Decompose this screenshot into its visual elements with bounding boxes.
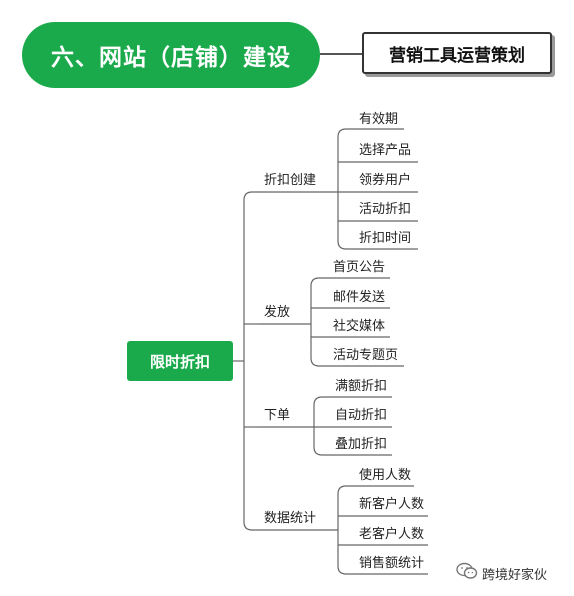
watermark-text: 跨境好家伙 bbox=[482, 567, 548, 583]
leaf-label: 邮件发送 bbox=[333, 290, 386, 305]
trunk-line bbox=[243, 191, 253, 531]
wechat-icon bbox=[456, 562, 478, 584]
leaf-label: 活动专题页 bbox=[333, 348, 399, 363]
header-connector bbox=[320, 53, 364, 55]
leaf-label: 销售额统计 bbox=[359, 556, 425, 571]
branch-bracket-4 bbox=[337, 485, 347, 575]
mindmap-root: 限时折扣 bbox=[127, 341, 233, 381]
branch-label: 发放 bbox=[264, 305, 291, 320]
branch-bracket-2 bbox=[310, 277, 320, 367]
branch-label: 下单 bbox=[264, 408, 291, 423]
branch-bracket-1 bbox=[337, 128, 347, 250]
branch-label: 数据统计 bbox=[264, 511, 317, 526]
branch-label: 折扣创建 bbox=[264, 173, 317, 188]
section-title: 六、网站（店铺）建设 bbox=[22, 22, 320, 88]
leaf-label: 老客户人数 bbox=[359, 527, 425, 542]
leaf-label: 社交媒体 bbox=[333, 319, 386, 334]
leaf-label: 新客户人数 bbox=[359, 497, 425, 512]
section-tag: 营销工具运营策划 bbox=[362, 32, 552, 74]
leaf-label: 折扣时间 bbox=[359, 231, 412, 246]
branch-bracket-3 bbox=[313, 396, 323, 456]
leaf-label: 满额折扣 bbox=[335, 379, 388, 394]
leaf-label: 自动折扣 bbox=[335, 408, 388, 423]
leaf-label: 使用人数 bbox=[359, 468, 412, 483]
leaf-label: 首页公告 bbox=[333, 260, 386, 275]
leaf-label: 叠加折扣 bbox=[335, 437, 388, 452]
leaf-label: 领券用户 bbox=[359, 173, 412, 188]
watermark: 跨境好家伙 bbox=[456, 562, 547, 584]
leaf-label: 有效期 bbox=[359, 112, 399, 127]
leaf-label: 选择产品 bbox=[359, 143, 412, 158]
leaf-label: 活动折扣 bbox=[359, 202, 412, 217]
